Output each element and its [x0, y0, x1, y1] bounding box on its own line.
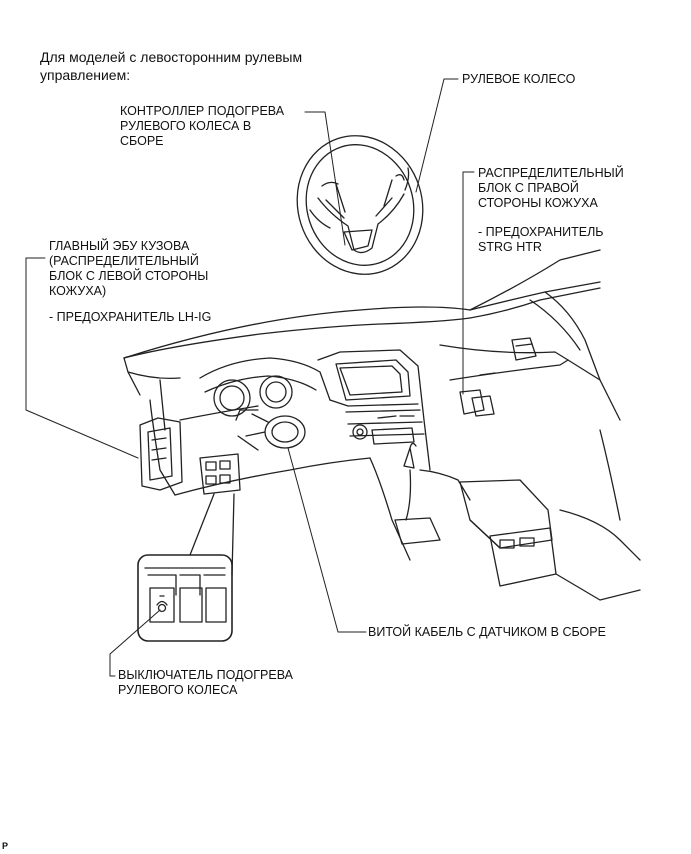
label-heater-controller: КОНТРОЛЛЕР ПОДОГРЕВА РУЛЕВОГО КОЛЕСА В С…	[120, 104, 285, 148]
diagram-heading: Для моделей с левосторонним рулевым упра…	[40, 49, 303, 83]
label-fuse-strg-htr: - ПРЕДОХРАНИТЕЛЬ STRG HTR	[478, 225, 604, 254]
instrument-panel-drawing	[123, 249, 641, 601]
figure-id: P	[2, 841, 9, 851]
label-steering-wheel: РУЛЕВОЕ КОЛЕСО	[462, 72, 576, 86]
label-right-junction-block: РАСПРЕДЕЛИТЕЛЬНЫЙ БЛОК С ПРАВОЙ СТОРОНЫ …	[478, 166, 624, 210]
heater-switch-inset	[137, 493, 235, 642]
label-heater-switch: ВЫКЛЮЧАТЕЛЬ ПОДОГРЕВА РУЛЕВОГО КОЛЕСА	[118, 668, 293, 697]
label-fuse-lh-ig: - ПРЕДОХРАНИТЕЛЬ LH-IG	[49, 310, 212, 324]
label-spiral-cable: ВИТОЙ КАБЕЛЬ С ДАТЧИКОМ В СБОРЕ	[368, 625, 606, 639]
steering-wheel-drawing	[296, 135, 424, 275]
label-main-body-ecu: ГЛАВНЫЙ ЭБУ КУЗОВА (РАСПРЕДЕЛИТЕЛЬНЫЙ БЛ…	[49, 239, 209, 298]
leader-lines	[25, 78, 475, 677]
